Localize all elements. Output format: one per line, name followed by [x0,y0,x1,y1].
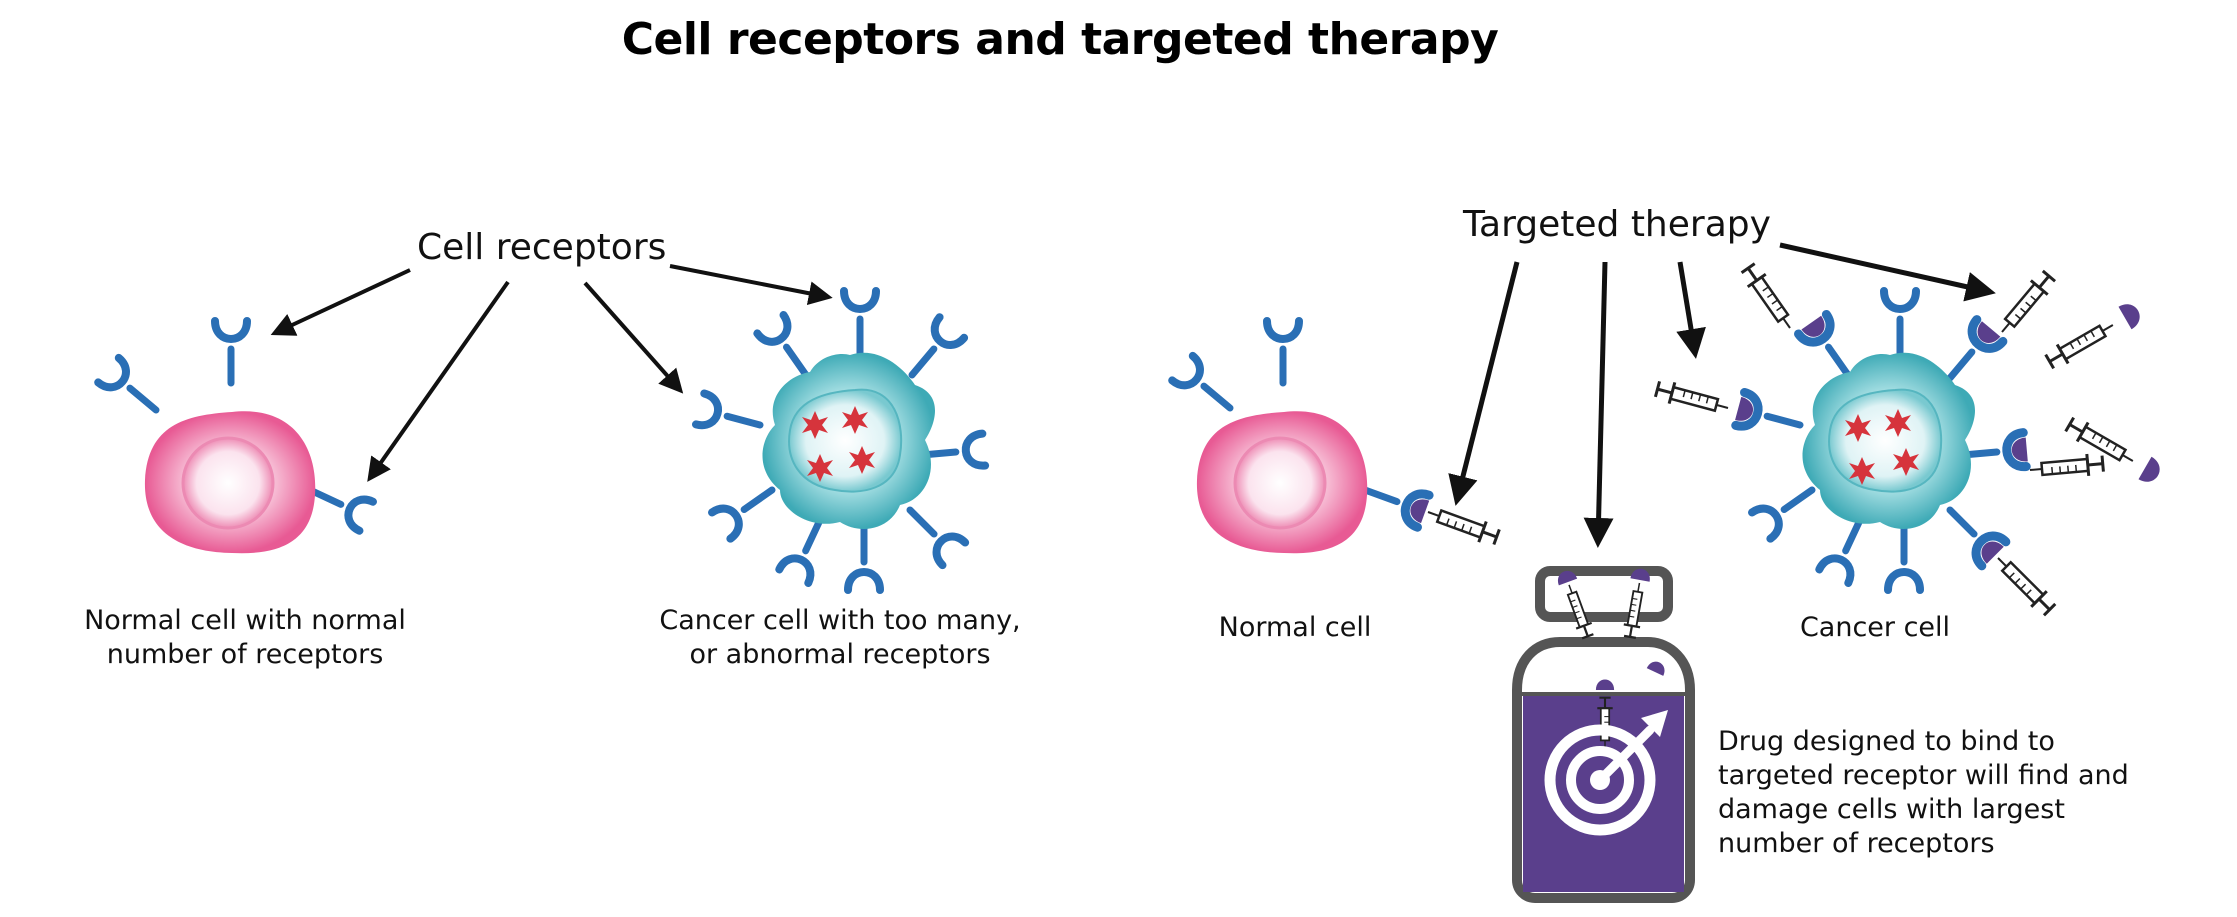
drug-description: Drug designed to bind to targeted recept… [1718,725,2158,861]
receptor-icon [1267,321,1299,383]
cancer-cell-label: Cancer cell [1799,612,1951,643]
cancer-cell-2 [1653,260,2106,619]
cell-receptors-label: Cell receptors [417,227,667,268]
arrow-icon [367,280,510,482]
arrow-icon [1779,242,1996,302]
arrow-icon [669,264,833,306]
bound-receptor-icon [1938,498,2007,567]
targeted-therapy-label: Targeted therapy [1463,204,1771,245]
cancer-cell-1 [696,291,985,590]
syringe-icon [1653,376,1733,421]
arrow-icon [583,281,684,394]
syringe-icon [1737,260,1801,336]
normal-cell-2 [1172,321,1502,554]
receptor-icon [712,477,781,539]
receptor-icon [848,528,880,590]
receptor-icon [1884,291,1916,353]
normal-cell-caption-line1: Normal cell with normal [84,605,406,636]
bound-receptor-icon [1734,392,1805,441]
receptor-icon [899,499,965,565]
receptor-icon [1888,528,1920,590]
cell-receptors-arrows [270,264,833,482]
receptor-icon [844,291,876,353]
cancer-cell-caption: Cancer cell with too many, or abnormal r… [640,604,1040,672]
syringe-icon [1988,548,2059,619]
normal-cell-1 [98,321,373,554]
receptor-icon [1172,356,1240,420]
bound-receptor-icon [1962,432,2029,471]
receptor-icon [900,317,964,385]
targeted-therapy-arrows [1448,242,1996,548]
receptor-icon [696,393,764,440]
target-icon [1544,710,1668,836]
drug-description-line3: damage cells with largest [1718,794,2065,825]
free-drug-icon [2043,299,2144,373]
syringe-icon [1992,267,2059,341]
page-title: Cell receptors and targeted therapy [621,14,1499,65]
arrow-icon [1583,261,1614,548]
cancer-cell-caption-line2: or abnormal receptors [689,639,991,670]
drug-description-line2: targeted receptor will find and [1718,760,2129,791]
arrow-icon [270,268,411,336]
receptor-icon [215,321,247,383]
arrow-icon [1448,261,1520,506]
free-drug-icon [2063,413,2164,487]
normal-cell-caption-line2: number of receptors [106,639,384,670]
vial-icon [1512,566,1695,903]
normal-cell-caption: Normal cell with normal number of recept… [60,604,430,672]
cancer-cell-caption-line1: Cancer cell with too many, [659,605,1021,636]
syringe-icon [1422,500,1502,549]
arrow-icon [1676,261,1706,359]
drug-description-line4: number of receptors [1718,828,1995,859]
receptor-icon [98,358,166,422]
bound-receptor-icon [1359,474,1431,528]
syringe-icon [2027,451,2106,483]
normal-cell-label: Normal cell [1218,612,1372,643]
receptor-icon [1752,477,1821,539]
drug-description-line1: Drug designed to bind to [1718,726,2055,757]
